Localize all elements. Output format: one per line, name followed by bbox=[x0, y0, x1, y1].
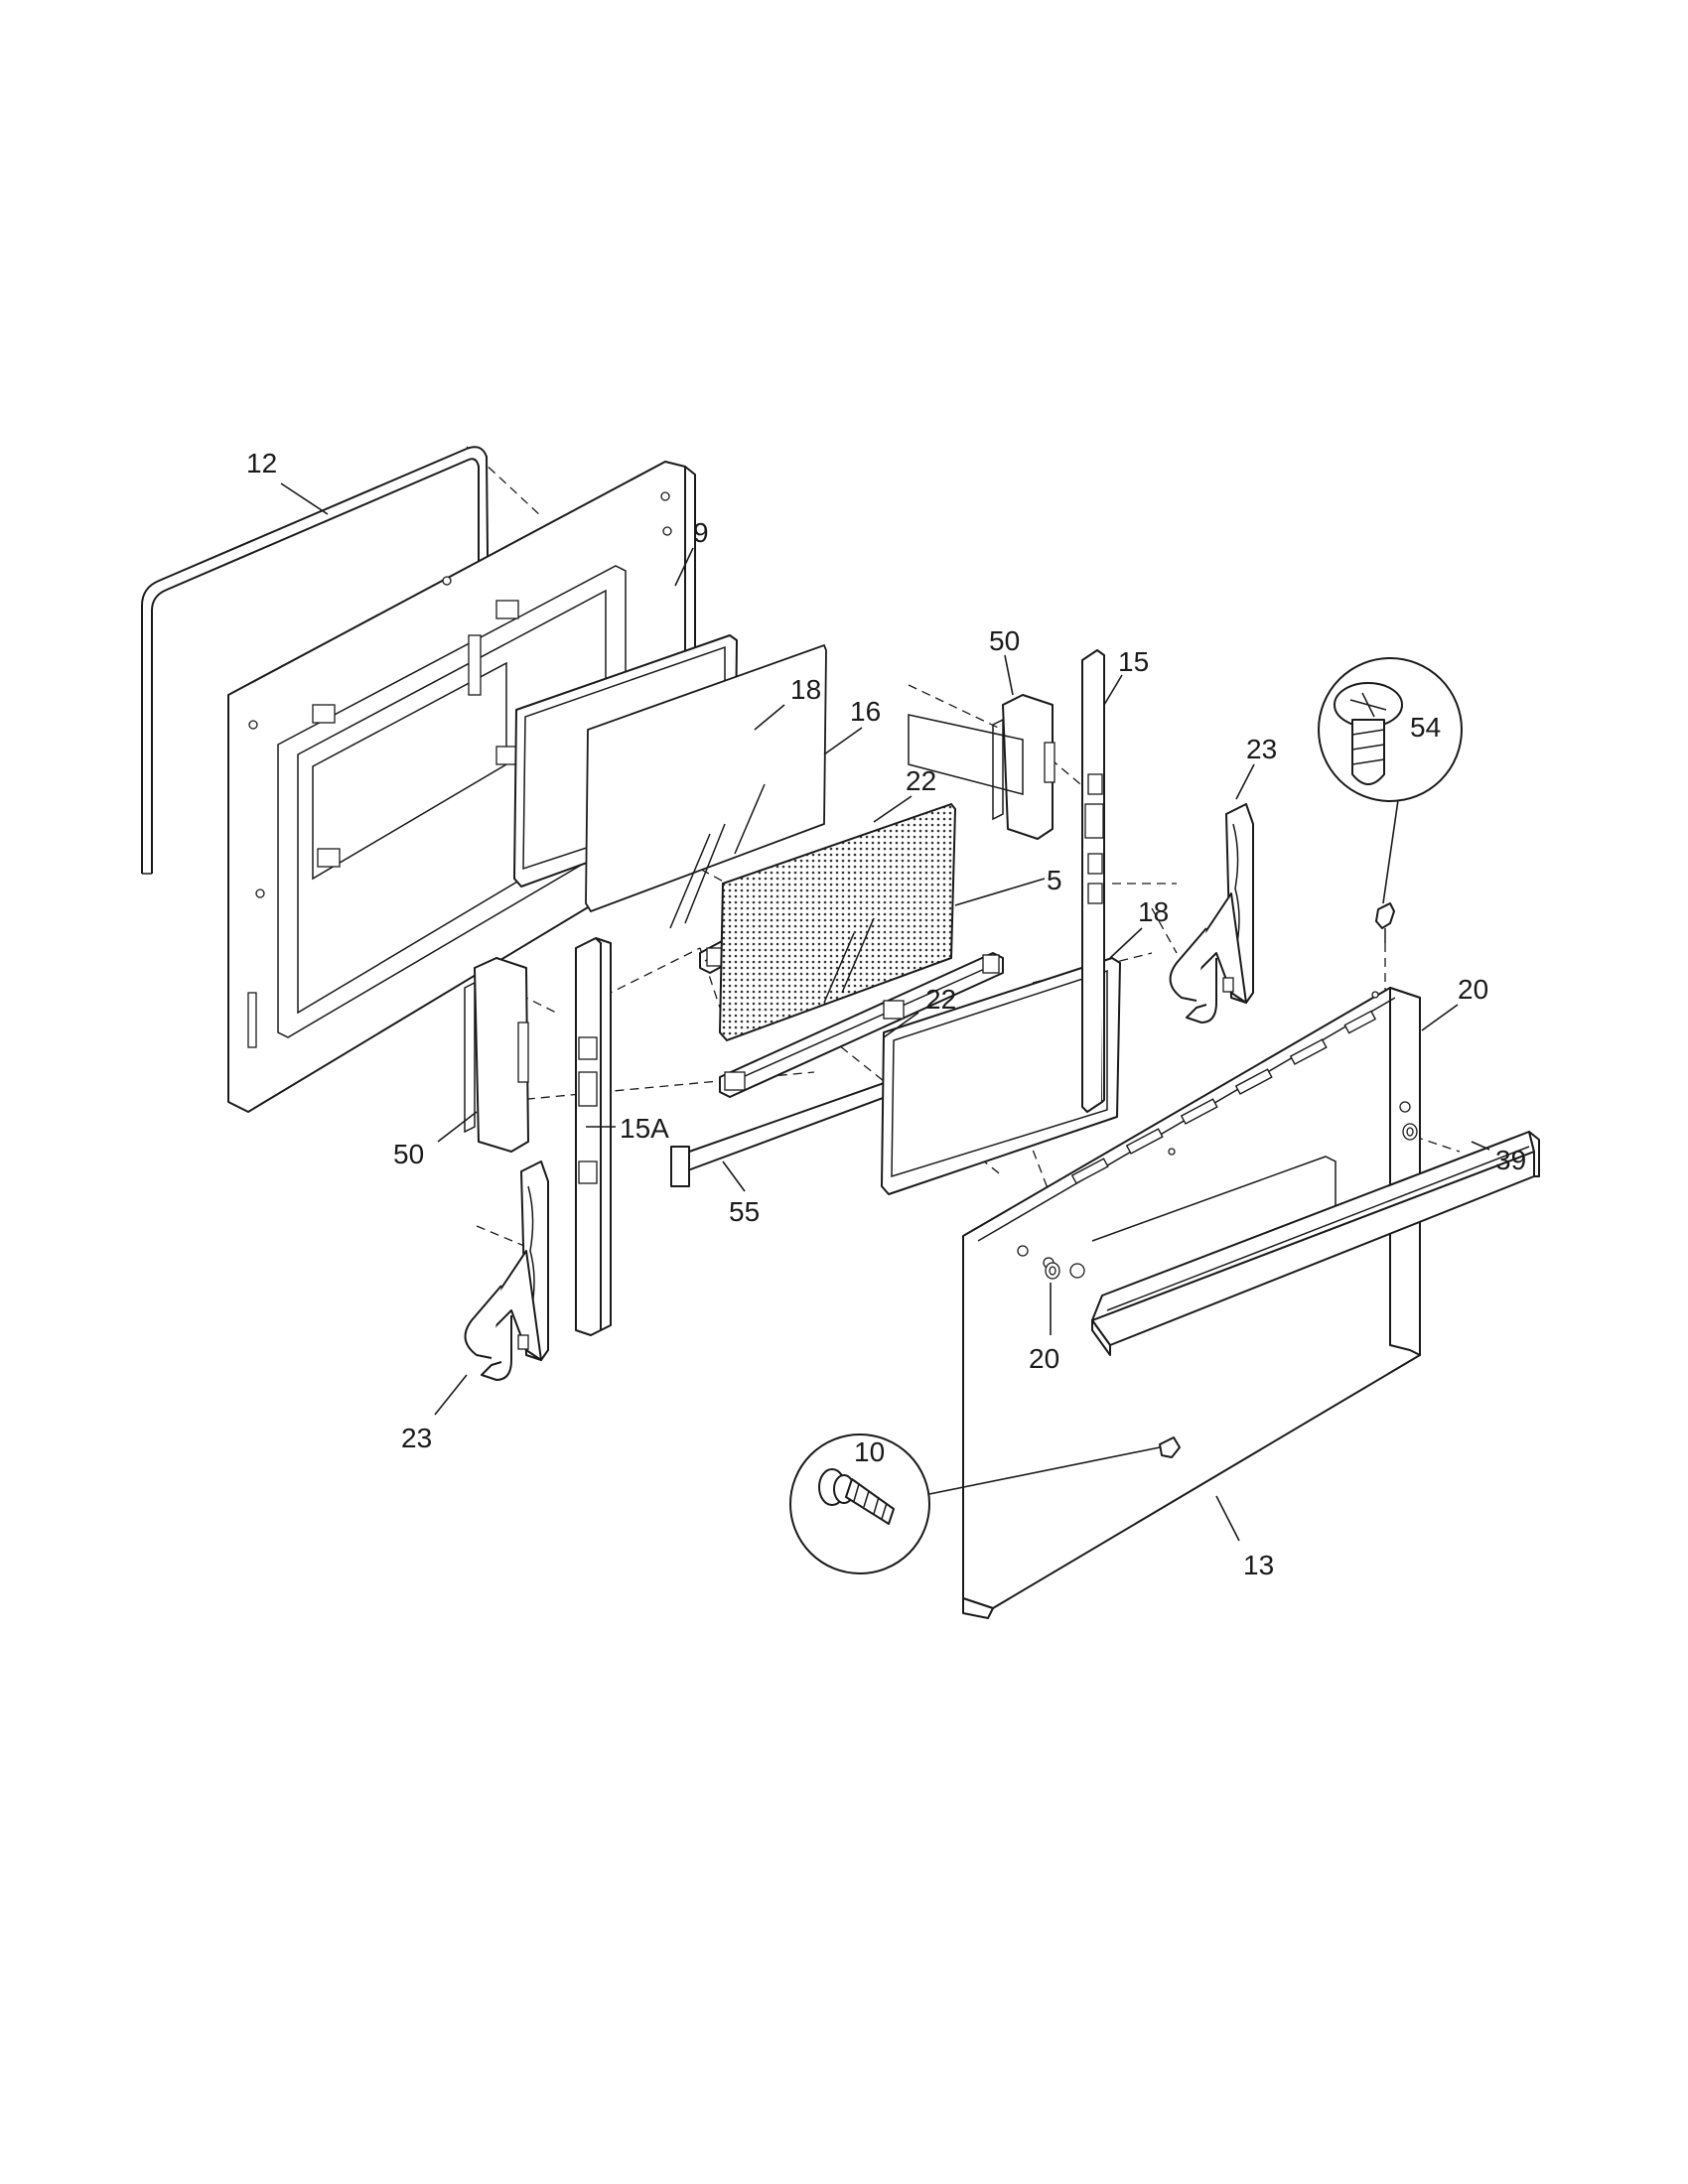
callout-23-left: 23 bbox=[401, 1423, 432, 1453]
leader-lines bbox=[280, 482, 1490, 1542]
insulation-shield-part-50-lower[interactable] bbox=[464, 957, 529, 1153]
callout-5: 5 bbox=[1047, 865, 1062, 895]
frame-gasket-part-18-lower[interactable] bbox=[881, 957, 1121, 1195]
door-handle-part-39[interactable] bbox=[1091, 1131, 1540, 1356]
right-channel-part-15[interactable] bbox=[1081, 649, 1105, 1113]
callout-23-right: 23 bbox=[1246, 734, 1277, 764]
door-hinge-part-23-right[interactable] bbox=[1169, 803, 1254, 1024]
callout-18-upper: 18 bbox=[790, 674, 821, 705]
glass-bracket-part-22-lower[interactable] bbox=[719, 952, 1004, 1098]
left-channel-part-15a[interactable] bbox=[575, 937, 612, 1336]
callout-12: 12 bbox=[246, 448, 277, 478]
callout-22-lower: 22 bbox=[925, 984, 956, 1015]
callout-20-upper: 20 bbox=[1458, 974, 1488, 1005]
insulation-shield-part-50-upper[interactable] bbox=[908, 694, 1055, 840]
callout-50-lower: 50 bbox=[393, 1139, 424, 1169]
callout-9: 9 bbox=[693, 517, 709, 548]
callout-50-upper: 50 bbox=[989, 625, 1020, 656]
screw-part-10[interactable] bbox=[789, 1433, 1181, 1574]
callout-39: 39 bbox=[1495, 1145, 1526, 1175]
callout-18-lower: 18 bbox=[1138, 896, 1169, 927]
callout-labels: 12 9 50 15 18 16 22 5 23 54 18 20 22 15A… bbox=[246, 448, 1526, 1580]
callout-15: 15 bbox=[1118, 646, 1149, 677]
callout-16: 16 bbox=[850, 696, 881, 727]
callout-54: 54 bbox=[1410, 712, 1441, 743]
door-hinge-part-23-left[interactable] bbox=[464, 1160, 549, 1381]
callout-15a: 15A bbox=[620, 1113, 669, 1144]
callout-13: 13 bbox=[1243, 1550, 1274, 1580]
door-glass-part-16[interactable] bbox=[585, 643, 827, 929]
screw-part-54[interactable] bbox=[1318, 657, 1463, 943]
callout-10: 10 bbox=[854, 1436, 885, 1467]
callout-55: 55 bbox=[729, 1196, 760, 1227]
callout-20-lower: 20 bbox=[1029, 1343, 1059, 1374]
handle-spacer-part-20-lower[interactable] bbox=[1045, 1262, 1060, 1280]
callout-22-upper: 22 bbox=[906, 765, 936, 796]
mesh-screen-part-5[interactable] bbox=[718, 802, 957, 1042]
handle-spacer-part-20-upper[interactable] bbox=[1402, 1123, 1418, 1141]
